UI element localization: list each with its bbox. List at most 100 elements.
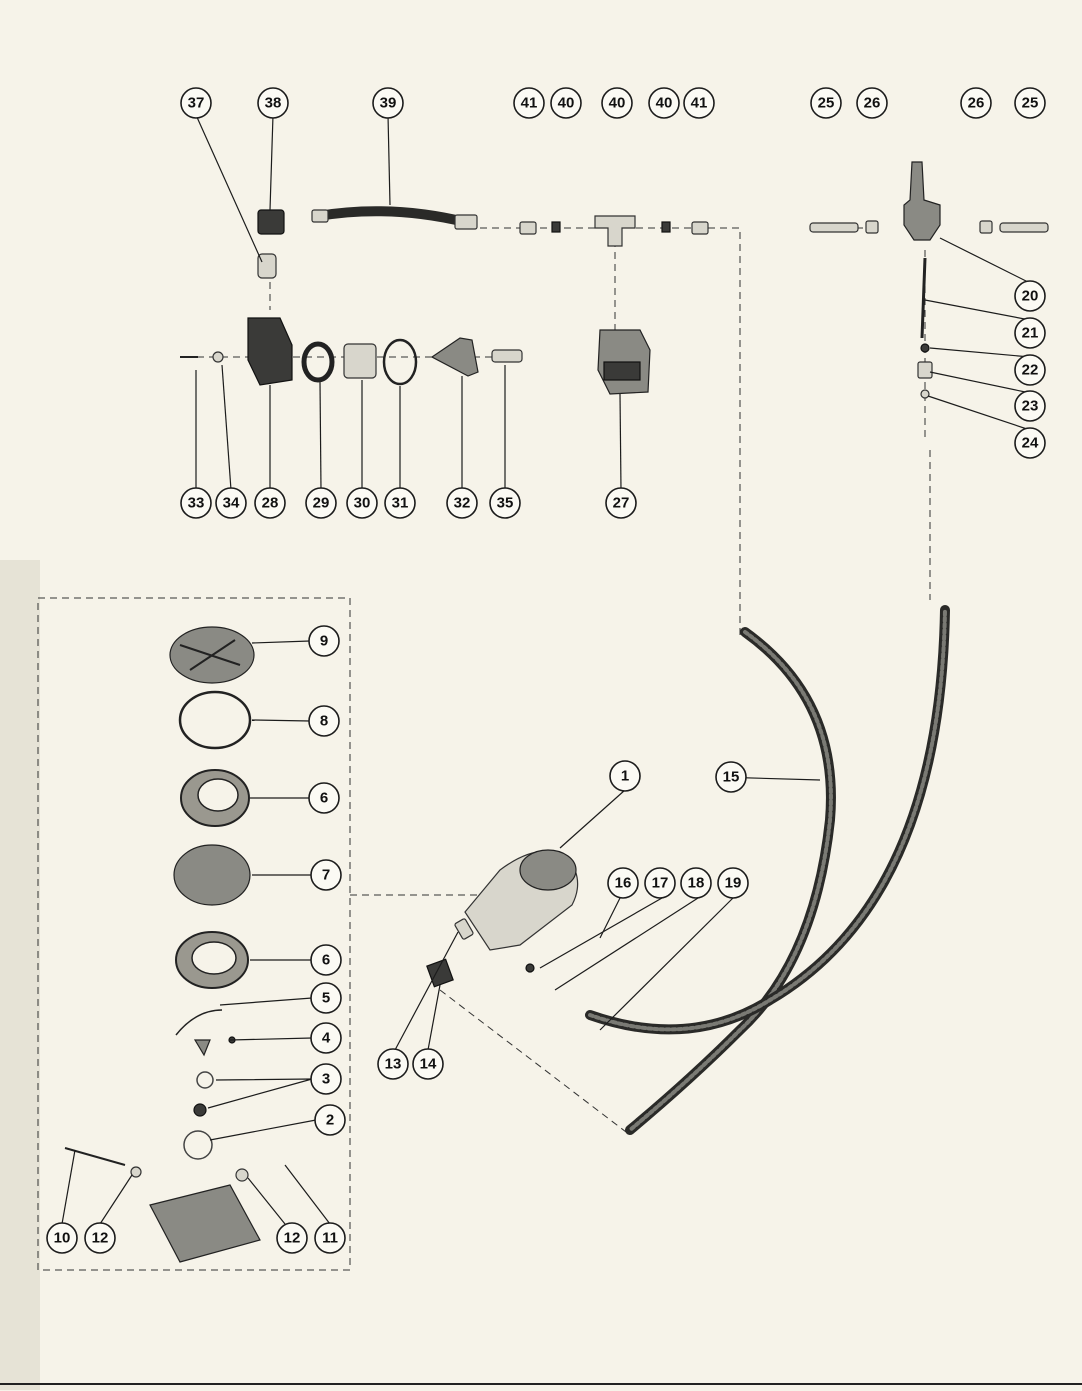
part-12-right [235,1168,249,1182]
callout-39: 40 [601,87,633,119]
svg-text:41: 41 [521,95,538,112]
callout-31: 31 [384,487,416,519]
part-22 [920,343,930,353]
callout-9: 9 [308,625,340,657]
svg-text:1: 1 [621,768,629,785]
callout-8: 8 [308,705,340,737]
callout-40-left: 40 [550,87,582,119]
svg-text:18: 18 [688,875,705,892]
callout-24: 24 [1014,427,1046,459]
fuel-line-parts [257,161,1049,399]
part-30 [343,343,377,379]
svg-text:41: 41 [691,95,708,112]
part-29 [301,341,335,383]
svg-text:32: 32 [454,495,471,512]
svg-text:8: 8 [320,713,328,730]
part-9-detail [179,639,241,671]
part-13 [454,918,474,940]
part-41-right [691,221,709,235]
callout-13: 13 [377,1048,409,1080]
svg-text:19: 19 [725,875,742,892]
svg-text:31: 31 [392,495,409,512]
part-26-right [979,220,993,234]
part-20-valve [903,161,941,241]
callout-7: 7 [310,859,342,891]
callout-25-right: 25 [1014,87,1046,119]
callout-32: 32 [446,487,478,519]
svg-text:12: 12 [92,1230,109,1247]
svg-text:40: 40 [558,95,575,112]
svg-text:7: 7 [322,867,330,884]
svg-text:10: 10 [54,1230,71,1247]
svg-text:13: 13 [385,1056,402,1073]
part-40-left [551,221,561,233]
callout-41-right: 41 [683,87,715,119]
part-38-end-right [454,214,478,230]
callout-27: 27 [605,487,637,519]
callout-12-left: 12 [84,1222,116,1254]
svg-text:34: 34 [223,495,240,512]
part-26-left [865,220,879,234]
callout-1: 1 [609,760,641,792]
part-34 [212,351,224,363]
callout-5: 5 [310,982,342,1014]
callout-33: 33 [180,487,212,519]
part-35 [491,349,523,363]
svg-text:22: 22 [1022,362,1039,379]
callout-28: 28 [254,487,286,519]
callout-21: 21 [1014,317,1046,349]
callout-40-right: 40 [648,87,680,119]
callout-16: 16 [607,867,639,899]
filter-parts [180,317,651,395]
svg-text:25: 25 [1022,95,1039,112]
callout-4: 4 [310,1022,342,1054]
callout-41-left: 41 [513,87,545,119]
part-6-upper-hole [197,778,239,812]
part-7 [173,844,251,906]
part-24 [920,389,930,399]
svg-text:38: 38 [265,95,282,112]
callout-15: 15 [715,761,747,793]
leader-lines [61,114,1031,1225]
svg-text:21: 21 [1022,325,1039,342]
svg-text:39: 39 [380,95,397,112]
cable-19 [585,605,950,1035]
svg-text:40: 40 [656,95,673,112]
part-38-hose [313,206,470,227]
shift-housing [426,849,579,988]
part-31 [382,338,418,386]
callout-17: 17 [644,867,676,899]
callout-10: 10 [46,1222,78,1254]
callout-37: 38 [257,87,289,119]
callout-26-right: 26 [960,87,992,119]
callout-3: 3 [310,1063,342,1095]
part-40-right [661,221,671,233]
svg-text:6: 6 [320,790,328,807]
callout-14: 14 [412,1048,444,1080]
svg-text:26: 26 [864,95,881,112]
callout-12-right: 12 [276,1222,308,1254]
callout-35: 35 [489,487,521,519]
callout-20: 20 [1014,280,1046,312]
callout-22: 22 [1014,354,1046,386]
svg-text:40: 40 [609,95,626,112]
callout-11: 11 [314,1222,346,1254]
carburetor-assembly-box [37,597,351,1271]
part-5 [175,1009,223,1036]
callout-23: 23 [1014,390,1046,422]
cables [585,605,950,1135]
part-17 [525,963,535,973]
svg-text:11: 11 [322,1230,338,1247]
svg-text:5: 5 [322,990,330,1007]
part-8 [178,690,252,750]
svg-text:28: 28 [262,495,279,512]
part-21-rod [920,257,927,339]
svg-text:33: 33 [188,495,205,512]
svg-text:37: 37 [188,95,205,112]
part-27-detail [603,361,641,381]
callout-2: 2 [314,1104,346,1136]
svg-text:35: 35 [497,495,514,512]
part-14 [426,958,454,988]
svg-text:2: 2 [326,1112,334,1129]
